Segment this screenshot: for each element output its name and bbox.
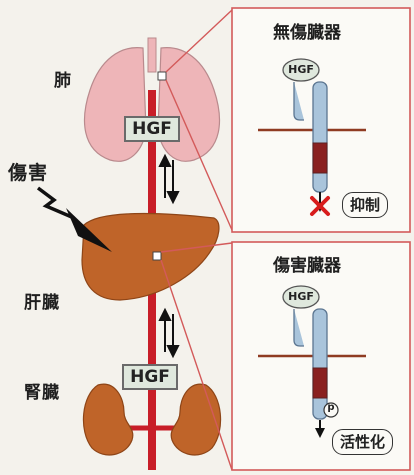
panel-top-title: 無傷臓器 — [273, 18, 341, 43]
kidney-right — [171, 384, 220, 455]
label-lung: 肺 — [54, 66, 72, 91]
kidney-left — [83, 384, 132, 455]
hgf-box-lung: HGF — [124, 116, 180, 142]
hgf-box-kidney: HGF — [122, 364, 178, 390]
label-kidney: 腎臓 — [24, 378, 60, 403]
liver-shape — [82, 214, 219, 300]
label-liver: 肝臓 — [24, 288, 60, 313]
exchange-arrows-lower — [160, 310, 178, 356]
label-injury: 傷害 — [8, 158, 48, 185]
lung-sample-marker — [158, 72, 166, 80]
exchange-arrows-upper — [160, 156, 178, 202]
receptor-beta-top — [313, 82, 327, 192]
phospho-label: p — [324, 402, 338, 413]
panel-bottom-title: 傷害臓器 — [273, 251, 341, 276]
inhibition-badge: 抑制 — [342, 192, 388, 218]
kinase-domain-top — [313, 143, 327, 173]
hgf-ligand-bottom-label: HGF — [281, 290, 321, 303]
liver-sample-marker — [153, 252, 161, 260]
kinase-domain-bottom — [313, 368, 327, 398]
hgf-ligand-top-label: HGF — [281, 63, 321, 76]
activation-badge: 活性化 — [332, 429, 393, 455]
